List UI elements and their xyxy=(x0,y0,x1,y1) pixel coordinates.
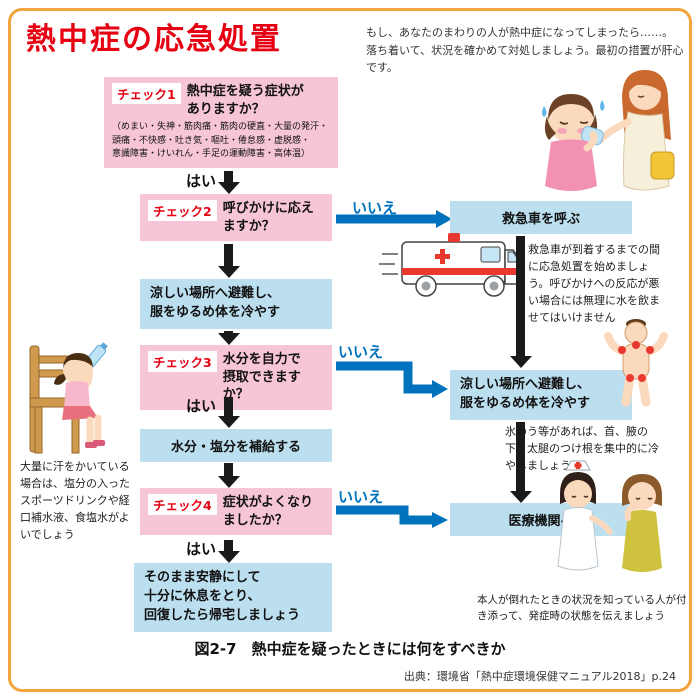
check3-question: 水分を自力で 摂取できますか？ xyxy=(222,352,301,403)
arrow-check1-to-check2 xyxy=(224,171,233,182)
source-credit: 出典：環境省「熱中症環境保健マニュアル2018」p.24 xyxy=(403,670,676,683)
check3-box: チェック3 水分を自力で 摂取できますか？ xyxy=(140,345,332,410)
check4-tag: チェック4 xyxy=(148,494,217,515)
check2-question: 呼びかけに応え ますか？ xyxy=(222,201,314,234)
cool-down-box-left: 涼しい場所へ避難し、 服をゆるめ体を冷やす xyxy=(140,279,332,329)
no-label-1: いいえ xyxy=(352,199,398,217)
motion-lines xyxy=(379,253,398,275)
no-arrow-check4-to-medical xyxy=(336,505,448,528)
arrow-check3-to-hydrate xyxy=(224,397,233,416)
call-ambulance-box: 救急車を呼ぶ xyxy=(450,201,632,234)
victim-and-helper-illustration xyxy=(542,70,675,191)
girl-drinking-illustration xyxy=(29,342,108,454)
ambulance-note: 救急車が到着するまでの間に応急処置を始めましょう。呼びかけへの反応が悪い場合には… xyxy=(528,243,660,325)
check2-box: チェック2 呼びかけに応え ますか？ xyxy=(140,194,332,242)
check3-tag: チェック3 xyxy=(148,351,217,372)
check1-symptom-list: （めまい・失神・筋肉痛・筋肉の硬直・大量の発汗・ 頭痛・不快感・吐き気・嘔吐・倦… xyxy=(112,122,329,160)
ambulance-illustration xyxy=(379,233,523,297)
hydrate-box: 水分・塩分を補給する xyxy=(140,429,332,462)
yes-label-1: はい xyxy=(186,172,217,190)
check4-box: チェック4 症状がよくなり ましたか？ xyxy=(140,488,332,536)
arrow-check2-to-cool xyxy=(224,244,233,266)
arrow-check4-to-rest xyxy=(224,540,233,551)
arrow-cool-to-check3 xyxy=(224,331,233,333)
cooling-points-figure-illustration xyxy=(604,319,668,407)
cool-down-box-right: 涼しい場所へ避難し、 服をゆるめ体を冷やす xyxy=(450,370,632,420)
figure-caption: 図2-7 熱中症を疑ったときには何をすべきか xyxy=(194,640,506,658)
no-label-3: いいえ xyxy=(338,488,384,506)
check1-tag: チェック1 xyxy=(112,83,181,104)
no-arrow-check3-to-cool xyxy=(336,361,448,398)
poster-border xyxy=(8,8,692,692)
no-arrow-check2-to-ambulance xyxy=(336,210,452,228)
rest-box: そのまま安静にして 十分に休息をとり、 回復したら帰宅しましょう xyxy=(134,563,332,632)
check2-tag: チェック2 xyxy=(148,200,217,221)
yes-label-3: はい xyxy=(186,540,217,558)
check1-box: チェック1 熱中症を疑う症状が ありますか？ （めまい・失神・筋肉痛・筋肉の硬直… xyxy=(104,77,338,168)
arrow-ambulance-to-cool xyxy=(516,236,525,356)
check1-question: 熱中症を疑う症状が ありますか？ xyxy=(186,84,304,117)
medical-institution-box: 医療機関へ xyxy=(450,503,632,536)
arrow-hydrate-to-check4 xyxy=(224,463,233,476)
arrow-cool-to-medical xyxy=(516,422,525,491)
sports-drink-note: 大量に汗をかいている場合は、塩分の入ったスポーツドリンクや経口補水液、食塩水がよ… xyxy=(20,460,130,542)
check4-question: 症状がよくなり ましたか？ xyxy=(222,495,314,528)
page-title: 熱中症の応急処置 xyxy=(26,22,282,57)
no-label-2: いいえ xyxy=(338,343,384,361)
intro-text: もし、あなたのまわりの人が熱中症になってしまったら……。 落ち着いて、状況を確か… xyxy=(366,26,684,75)
yes-label-2: はい xyxy=(186,397,217,415)
witness-note: 本人が倒れたときの状況を知っている人が付き添って、発症時の状態を伝えましょう xyxy=(477,594,687,623)
nurse-and-witness-illustration xyxy=(557,460,662,572)
